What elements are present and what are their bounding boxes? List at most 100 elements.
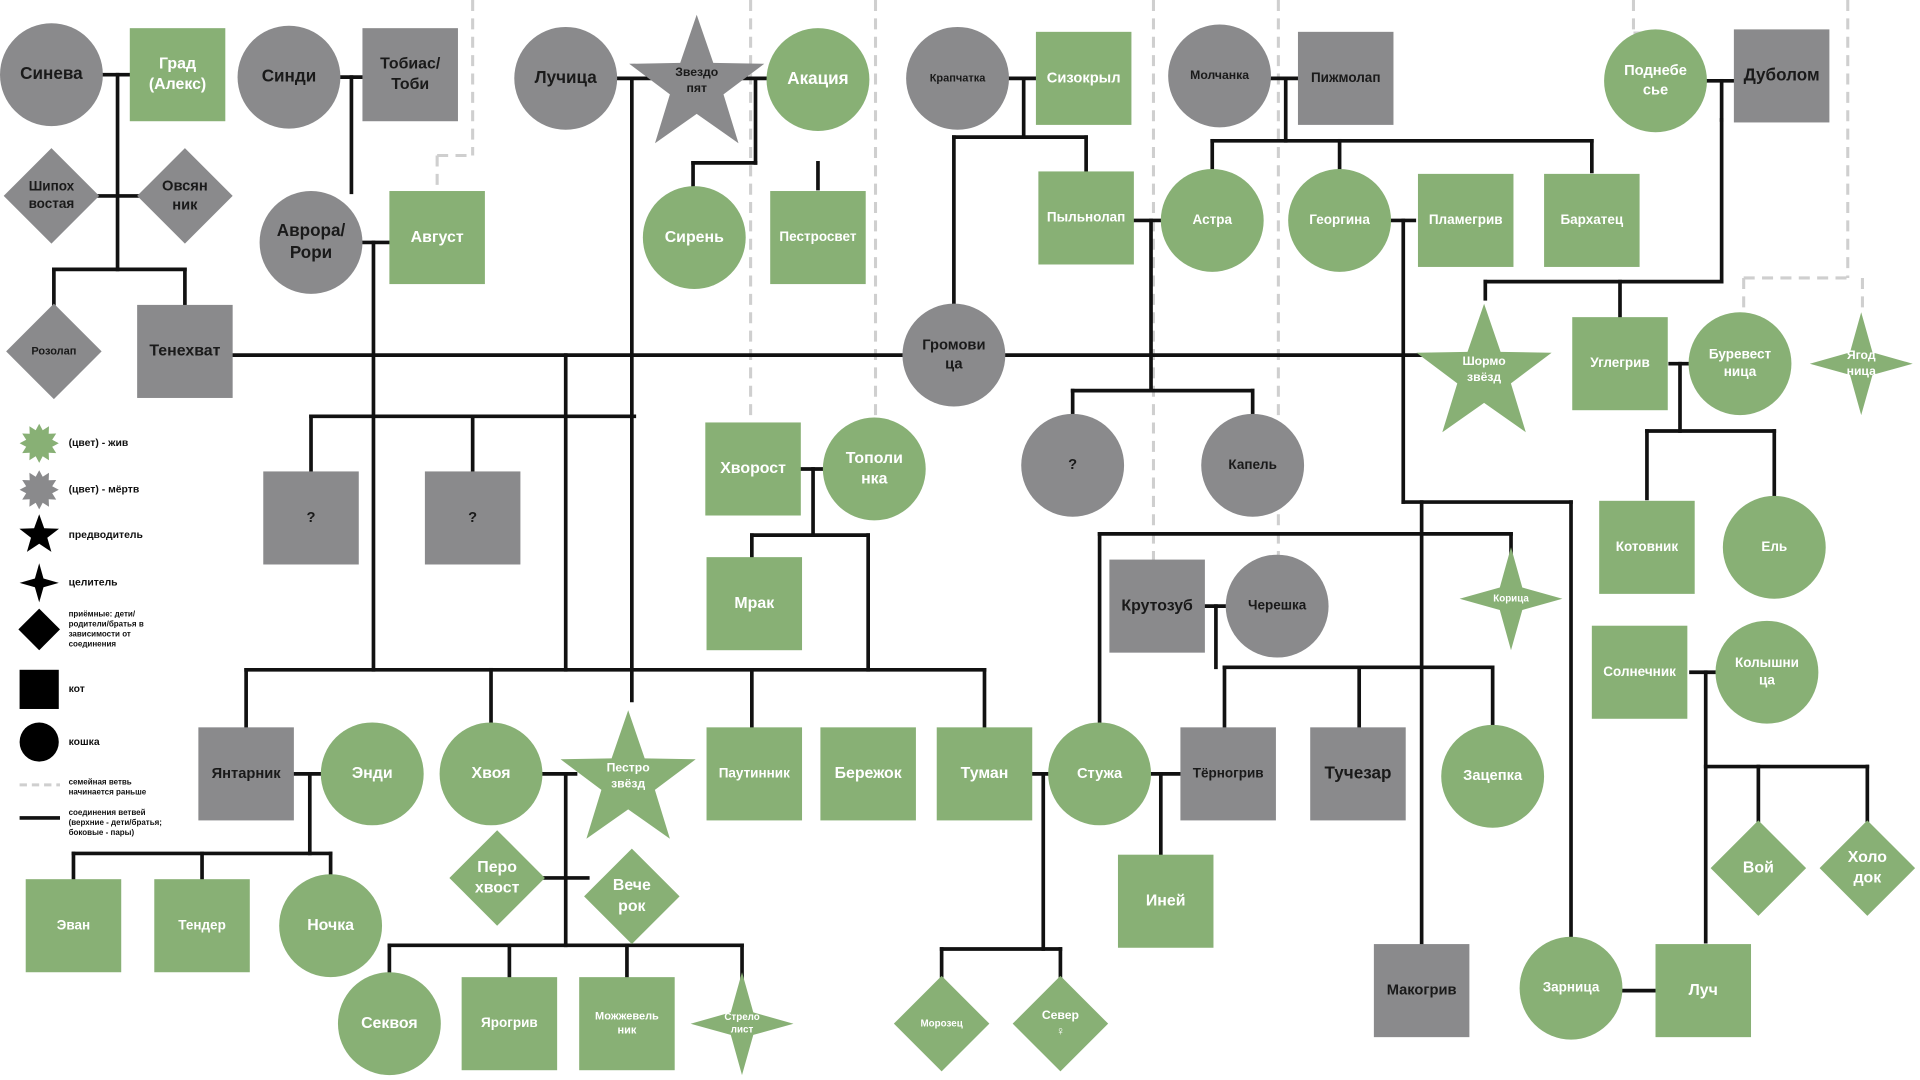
member-name: Овсян (162, 178, 208, 194)
member-dubolom: Дуболом (1733, 29, 1830, 123)
member-shape (1160, 168, 1264, 272)
member-name: Паутинник (719, 765, 790, 780)
member-uglegriv: Углегрив (1572, 317, 1668, 411)
member-siren: Сирень (642, 186, 746, 289)
member-name: Поднебе (1624, 63, 1687, 79)
star-icon (19, 514, 59, 552)
member-shape (1297, 31, 1394, 125)
member-name: Пыльнолап (1047, 210, 1125, 225)
member-shape (1021, 413, 1125, 517)
member-zatsepka: Зацепка (1441, 724, 1545, 828)
member-sever: Север♀ (1012, 975, 1109, 1072)
member-name: Луч (1689, 982, 1718, 999)
member-khvoya: Хвоя (439, 722, 543, 826)
member-name: Туман (961, 765, 1009, 782)
member-shape (320, 722, 424, 826)
member-name: Вой (1743, 859, 1774, 876)
member-shape (1572, 317, 1668, 411)
member-name: ? (307, 510, 316, 526)
member-shape (1201, 413, 1305, 517)
member-pestrosvet: Пестросвет (770, 191, 866, 285)
member-shape (1655, 944, 1752, 1038)
member-name: Тенехват (149, 343, 220, 360)
member-tuchezar: Тучезар (1310, 727, 1406, 821)
legend-label: соединения (69, 639, 117, 648)
member-shape (1819, 820, 1916, 916)
member-shape (337, 972, 441, 1076)
member-name: Стужа (1077, 766, 1123, 782)
member-luch: Луч (1655, 944, 1752, 1038)
member-shape (3, 148, 100, 244)
member-shape (1591, 625, 1688, 719)
member-koritsa: Корица (1459, 547, 1563, 651)
member-shape (690, 972, 794, 1076)
member-shape (706, 727, 803, 821)
member-sineva: Синева (0, 23, 103, 127)
member-shape (1710, 820, 1807, 916)
member-shape (461, 977, 558, 1071)
star-burst-green (19, 423, 59, 463)
member-pautinnik: Паутинник (706, 727, 803, 821)
member-name: Морозец (921, 1018, 963, 1029)
legend: (цвет) - жив(цвет) - мёртвпредводительце… (18, 423, 162, 837)
member-name: Громови (922, 337, 985, 353)
member-name: Сирень (665, 229, 724, 246)
member-georgina: Георгина (1288, 168, 1392, 272)
member-tender: Тендер (154, 879, 250, 973)
member-shape (560, 710, 696, 839)
legend-star-burst-gray: (цвет) - мёртв (19, 470, 139, 510)
member-shape (237, 25, 341, 129)
member-shape (906, 26, 1009, 130)
member-tobias: Тобиас/Тоби (362, 28, 458, 122)
connection-lines (52, 72, 1870, 993)
member-shape (259, 191, 363, 294)
legend-label: зависимости от (69, 629, 131, 638)
legend-label: приёмные: дети/ (69, 610, 136, 619)
member-shape (706, 557, 803, 651)
member-ternogriv: Тёрногрив (1180, 727, 1276, 821)
member-q3: ? (1021, 413, 1125, 517)
member-shape (820, 727, 916, 821)
legend-solid-line-icon: соединения ветвей(верхние - дети/братья;… (19, 808, 162, 837)
member-shape (1035, 31, 1132, 125)
member-shape (1417, 173, 1514, 267)
member-shape (584, 848, 680, 945)
member-name: Зацепка (1463, 768, 1523, 784)
circle-icon (19, 722, 59, 762)
legend-label: (цвет) - жив (69, 438, 129, 449)
member-name: Крапчатка (930, 72, 987, 84)
member-shape (1459, 547, 1563, 651)
legend-label: целитель (69, 578, 118, 589)
legend-label: соединения ветвей (69, 808, 146, 817)
member-shape (25, 879, 122, 973)
member-name: Пижмолап (1311, 70, 1381, 85)
member-name: рок (618, 898, 645, 915)
sparkle-icon (19, 563, 59, 603)
member-shape (424, 471, 521, 565)
member-name: Молчанка (1190, 68, 1249, 82)
member-shape (1722, 495, 1826, 599)
member-shape (1310, 727, 1406, 821)
legend-label: семейная ветвь (69, 777, 132, 786)
member-krutozub: Крутозуб (1109, 559, 1205, 653)
member-shape (1038, 171, 1134, 265)
legend-square-icon: кот (19, 669, 85, 709)
member-avrora: Аврора/Рори (259, 191, 363, 294)
member-name: Холо (1848, 849, 1888, 866)
member-shape (154, 879, 250, 973)
member-name: Янтарник (212, 766, 282, 782)
member-kapel: Капель (1201, 413, 1305, 517)
member-yantarnik: Янтарник (198, 727, 294, 821)
member-astra: Астра (1160, 168, 1264, 272)
member-name: Тоби (391, 76, 429, 93)
member-name: Астра (1193, 212, 1233, 227)
member-name: Иней (1146, 892, 1186, 909)
member-name: Сизокрыл (1047, 70, 1121, 86)
